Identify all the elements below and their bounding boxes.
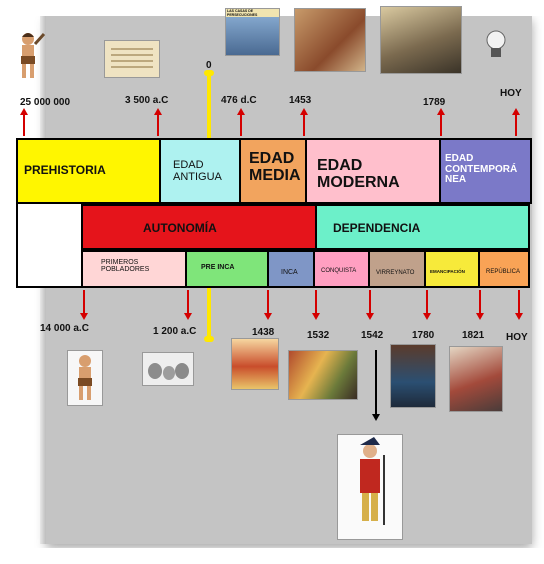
period-virreynato: VIRREYNATO bbox=[368, 250, 426, 288]
arrow-1780 bbox=[423, 290, 431, 320]
independence-image bbox=[449, 346, 503, 412]
revolution-image bbox=[380, 6, 462, 74]
viceroy-connector-head bbox=[372, 414, 380, 421]
era-media: EDAD MEDIA bbox=[239, 138, 307, 204]
zero-label: 0 bbox=[206, 60, 212, 71]
era-prehistoria: PREHISTORIA bbox=[16, 138, 161, 204]
viceroy-connector bbox=[375, 350, 377, 416]
period-virreynato-label: VIRREYNATO bbox=[376, 270, 415, 276]
period-preinca-label: PRE INCA bbox=[201, 264, 235, 271]
pottery-image bbox=[142, 352, 194, 386]
era-antigua-label: EDAD ANTIGUA bbox=[173, 159, 222, 183]
ancient-tablet-image bbox=[104, 40, 160, 78]
date-25000000: 25 000 000 bbox=[20, 97, 71, 108]
date-1542: 1542 bbox=[361, 330, 384, 341]
arrow-1453 bbox=[300, 108, 308, 136]
date-3500ac: 3 500 a.C bbox=[125, 95, 169, 106]
lightbulb-image bbox=[484, 28, 508, 62]
era-moderna: EDAD MODERNA bbox=[305, 138, 441, 204]
era-antigua: EDAD ANTIGUA bbox=[159, 138, 241, 204]
era-prehistoria-label: PREHISTORIA bbox=[24, 163, 106, 177]
era-moderna-label: EDAD MODERNA bbox=[317, 157, 400, 191]
date-14000ac: 14 000 a.C bbox=[40, 323, 89, 334]
crusaders-caption: LAS CASAS DE PERSECUCIONES bbox=[226, 9, 279, 18]
date-1821: 1821 bbox=[462, 330, 485, 341]
arrow-25000000 bbox=[20, 108, 28, 136]
conquest-image bbox=[288, 350, 358, 400]
era-contemporanea-label: EDAD CONTEMPORÁ NEA bbox=[445, 153, 518, 185]
date-1200ac: 1 200 a.C bbox=[153, 326, 197, 337]
arrow-hoy-bottom bbox=[515, 290, 523, 320]
blank-box bbox=[16, 202, 83, 288]
arrow-1821 bbox=[476, 290, 484, 320]
period-primeros-pobladores: PRIMEROS POBLADORES bbox=[81, 250, 187, 288]
period-emancipacion-label: EMANCIPACIÓN bbox=[430, 269, 465, 274]
dependencia-bar: DEPENDENCIA bbox=[315, 204, 530, 250]
arrow-1542 bbox=[366, 290, 374, 320]
period-preinca: PRE INCA bbox=[185, 250, 269, 288]
early-settler-image bbox=[67, 350, 103, 406]
era-media-label: EDAD MEDIA bbox=[249, 150, 301, 184]
period-republica: REPÚBLICA bbox=[478, 250, 530, 288]
date-1780: 1780 bbox=[412, 330, 435, 341]
date-476dc: 476 d.C bbox=[221, 95, 257, 106]
arrow-476dc bbox=[237, 108, 245, 136]
zero-line-bottom-cap bbox=[204, 336, 214, 342]
autonomia-bar: AUTONOMÍA bbox=[81, 204, 317, 250]
crusaders-image: LAS CASAS DE PERSECUCIONES bbox=[225, 8, 280, 56]
arrow-1200ac bbox=[184, 290, 192, 320]
viceroy-image bbox=[337, 434, 403, 540]
bottom-margin bbox=[0, 548, 544, 564]
date-1789: 1789 bbox=[423, 97, 446, 108]
tupac-amaru-image bbox=[390, 344, 436, 408]
zero-line-top-cap bbox=[204, 70, 214, 76]
period-primeros-label: PRIMEROS POBLADORES bbox=[101, 259, 150, 274]
arrow-1532 bbox=[312, 290, 320, 320]
dependencia-label: DEPENDENCIA bbox=[333, 221, 421, 235]
date-1438: 1438 bbox=[252, 327, 275, 338]
era-contemporanea: EDAD CONTEMPORÁ NEA bbox=[439, 138, 532, 204]
date-hoy-top: HOY bbox=[500, 88, 522, 99]
date-1532: 1532 bbox=[307, 330, 330, 341]
period-republica-label: REPÚBLICA bbox=[486, 269, 521, 275]
inca-ruler-image bbox=[231, 338, 279, 390]
date-1453: 1453 bbox=[289, 95, 312, 106]
period-emancipacion: EMANCIPACIÓN bbox=[424, 250, 480, 288]
period-inca: INCA bbox=[267, 250, 315, 288]
arrow-3500ac bbox=[154, 108, 162, 136]
arrow-1789 bbox=[437, 108, 445, 136]
arrow-1438 bbox=[264, 290, 272, 320]
period-conquista: CONQUISTA bbox=[313, 250, 370, 288]
castle-battle-image bbox=[294, 8, 366, 72]
arrow-14000ac bbox=[80, 290, 88, 320]
date-hoy-bottom: HOY bbox=[506, 332, 528, 343]
period-conquista-label: CONQUISTA bbox=[321, 268, 357, 274]
caveman-figure-image bbox=[8, 30, 48, 82]
period-inca-label: INCA bbox=[281, 269, 298, 276]
arrow-hoy-top bbox=[512, 108, 520, 136]
autonomia-label: AUTONOMÍA bbox=[143, 221, 217, 235]
